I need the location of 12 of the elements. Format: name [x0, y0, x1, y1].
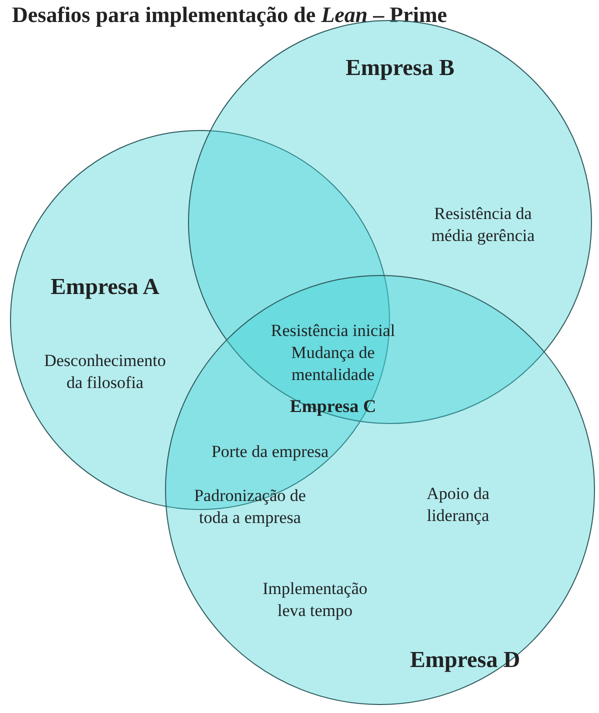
circle-heading: Empresa B [346, 57, 454, 79]
circle-text: Resistência da média gerência [430, 203, 536, 247]
circle-heading: Empresa A [50, 276, 160, 298]
overlap-text: Padronização de toda a empresa [193, 485, 307, 529]
circle-text: Desconhecimento da filosofia [43, 350, 167, 394]
overlap-text: Porte da empresa [210, 441, 330, 463]
overlap-text: Resistência inicial Mudança de mentalidade [270, 320, 396, 386]
circle-text: Apoio da liderança [426, 483, 490, 527]
circle-text: Implementação leva tempo [262, 578, 368, 622]
diagram-title: Desafios para implementação de Lean – Prime [12, 2, 448, 28]
venn-circle [165, 275, 595, 705]
overlap-heading: Empresa C [288, 395, 378, 417]
